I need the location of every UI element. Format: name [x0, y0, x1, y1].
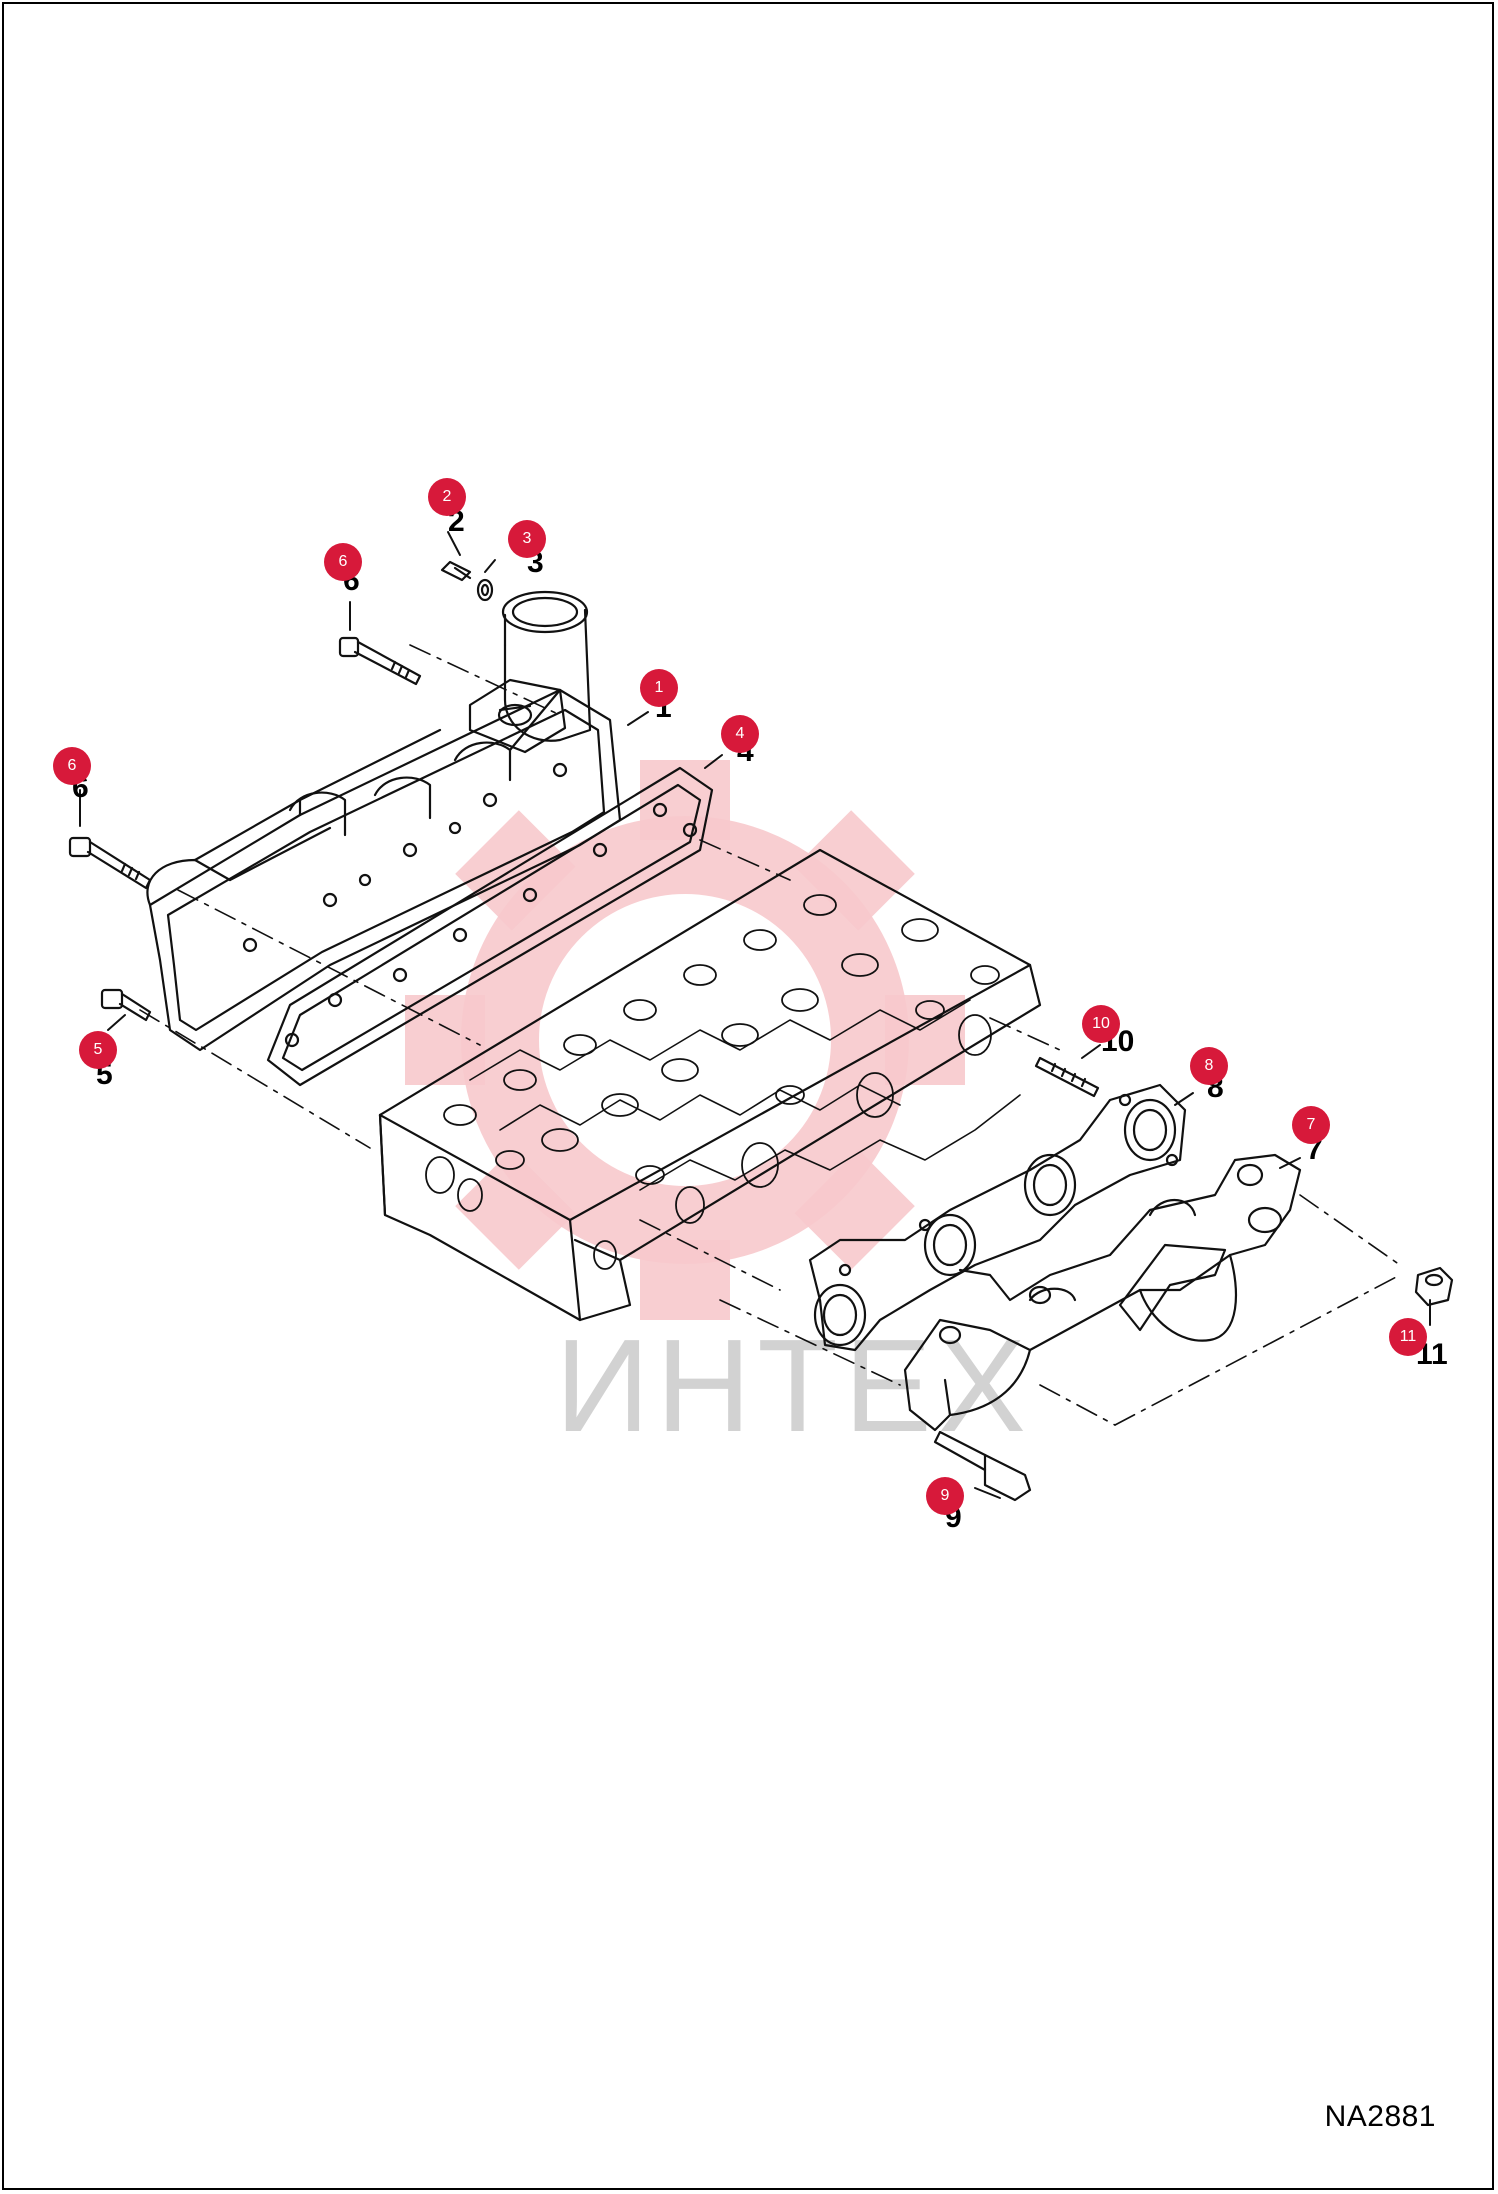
bolt-5	[100, 988, 152, 1022]
fitting-2	[440, 560, 472, 582]
watermark-gear-tooth	[455, 1149, 576, 1270]
watermark-gear-tooth	[405, 995, 485, 1085]
marker-6-upper[interactable]: 6	[324, 543, 362, 581]
watermark-gear-tooth	[640, 1240, 730, 1320]
watermark-gear-tooth	[455, 810, 576, 931]
marker-11[interactable]: 11	[1389, 1318, 1427, 1356]
exhaust-manifold	[903, 1153, 1302, 1432]
bolt-6-left	[68, 836, 152, 890]
watermark-text: ИНТЕХ	[555, 1312, 1032, 1459]
marker-10[interactable]: 10	[1082, 1005, 1120, 1043]
bolt-9	[933, 1430, 1032, 1502]
marker-7[interactable]: 7	[1292, 1106, 1330, 1144]
marker-6-left[interactable]: 6	[53, 747, 91, 785]
marker-5[interactable]: 5	[79, 1031, 117, 1069]
drawing-reference-code: NA2881	[1324, 2100, 1436, 2133]
marker-9[interactable]: 9	[926, 1477, 964, 1515]
marker-3[interactable]: 3	[508, 520, 546, 558]
assembly-lines	[139, 644, 1401, 1426]
marker-1[interactable]: 1	[640, 669, 678, 707]
stud-10	[1034, 1056, 1100, 1098]
intake-manifold	[146, 590, 622, 1052]
leader-lines	[79, 531, 1431, 1499]
bolt-6-upper	[338, 636, 422, 686]
marker-8[interactable]: 8	[1190, 1047, 1228, 1085]
marker-4[interactable]: 4	[721, 715, 759, 753]
exhaust-gasket	[808, 1083, 1187, 1352]
cylinder-head	[378, 848, 1042, 1322]
intake-gasket	[266, 766, 714, 1087]
watermark-gear-tooth	[794, 1149, 915, 1270]
watermark-gear-tooth	[794, 810, 915, 931]
nut-11	[1414, 1266, 1454, 1307]
marker-2[interactable]: 2	[428, 478, 466, 516]
washer-3	[476, 578, 494, 602]
